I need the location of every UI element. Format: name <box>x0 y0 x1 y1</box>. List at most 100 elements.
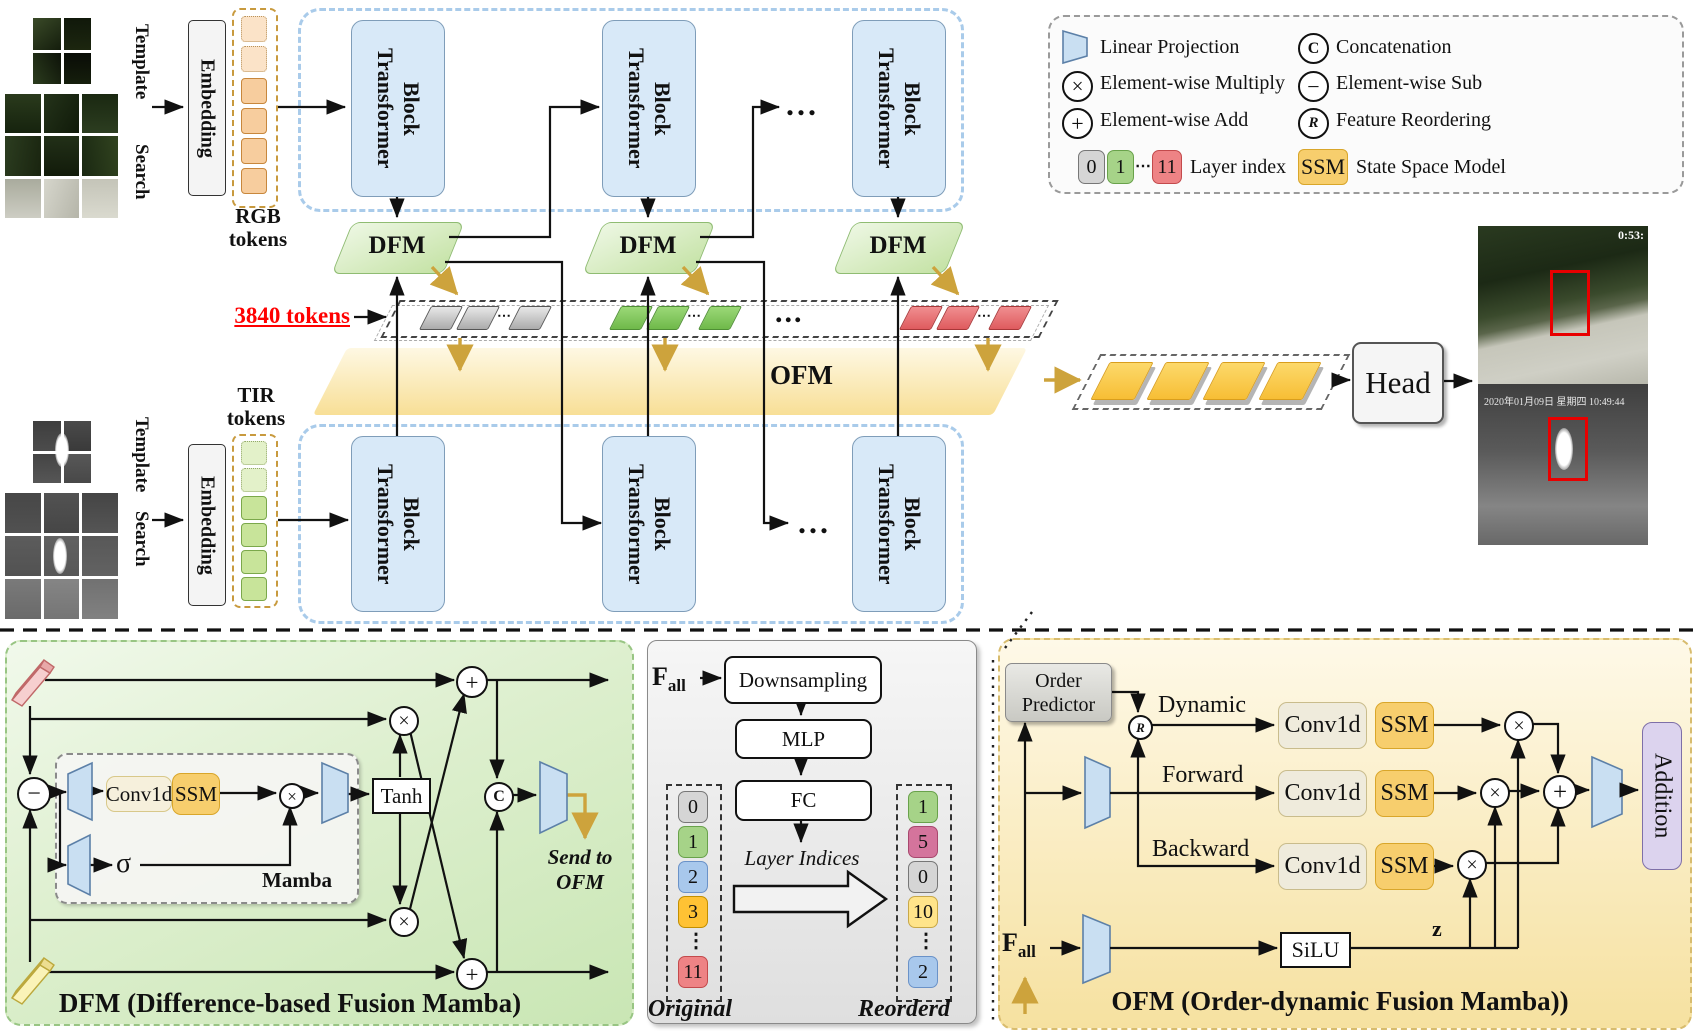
tanh-box: Tanh <box>372 778 431 814</box>
tir-search-token <box>241 577 267 601</box>
addition-box: Addition <box>1642 722 1682 870</box>
concat-glyph: C <box>493 788 505 805</box>
multiply-glyph: × <box>398 710 410 732</box>
legend-add: Element-wise Add <box>1100 109 1249 131</box>
index-chip: 0 <box>908 861 938 893</box>
layer-indices-arrow <box>732 869 889 929</box>
tir-token-column <box>232 434 278 608</box>
ofm-ssm-backward: SSM <box>1375 843 1434 890</box>
linear-projection <box>67 761 93 822</box>
image-cell <box>5 536 41 576</box>
f-all-label: Fall <box>1002 928 1036 962</box>
ofm-band-label: OFM <box>770 360 833 390</box>
head-label: Head <box>1365 365 1431 400</box>
multiply-glyph: × <box>1071 74 1084 98</box>
rgb-template-token <box>241 46 267 72</box>
conv1d-text: Conv1d <box>1284 712 1361 738</box>
reorder-glyph: R <box>1136 720 1145 735</box>
linear-projection <box>321 761 349 825</box>
thermal-target-blob <box>55 433 69 467</box>
arrow-dfm-to-next-tb <box>700 99 781 239</box>
chip-text: 10 <box>913 900 933 923</box>
chip-text: 2 <box>918 960 928 983</box>
index-chip: 5 <box>908 826 938 858</box>
dfm-conv1d-box: Conv1d <box>106 776 172 812</box>
index-chip: 1 <box>678 826 708 858</box>
search-label: Search <box>131 144 152 200</box>
image-cell <box>43 136 80 176</box>
original-index-column <box>666 784 722 1002</box>
concat-node: C <box>484 782 514 812</box>
thermal-target-blob <box>53 538 67 574</box>
addition-label: Addition <box>1649 753 1676 839</box>
legend-layer-index: Layer index <box>1190 156 1287 178</box>
chip-text: 1 <box>688 830 698 853</box>
template-label: Template <box>131 417 152 493</box>
index-chip: 2 <box>908 956 938 988</box>
tir-search-token <box>241 496 267 520</box>
legend-state-space: State Space Model <box>1356 156 1506 178</box>
index-chip: 0 <box>678 791 708 823</box>
reordered-index-column <box>896 784 952 1002</box>
ssm-text: SSM <box>1300 154 1346 179</box>
multiply-icon: × <box>1062 71 1093 102</box>
subtract-glyph: − <box>27 781 41 807</box>
add-glyph: + <box>465 961 479 987</box>
legend-chip-dots: ⋯ <box>1135 158 1151 175</box>
wire <box>47 792 68 873</box>
index-chip: 2 <box>678 861 708 893</box>
chip-text: 0 <box>918 865 928 888</box>
image-cell <box>5 94 41 134</box>
predictor-text: Predictor <box>1021 693 1096 716</box>
fc-box: FC <box>735 780 872 821</box>
send-to-ofm-label: Send to OFM <box>547 845 613 895</box>
dfm-label: DFM <box>368 232 426 259</box>
wire <box>1110 690 1146 714</box>
embedding-label: Embedding <box>196 58 219 158</box>
add-node-bottom: + <box>456 958 488 990</box>
linear-projection <box>1084 755 1111 830</box>
legend-ssm-chip: SSM <box>1298 149 1348 185</box>
rgb-row-dots: ... <box>786 86 819 122</box>
chip-text: 11 <box>683 960 703 983</box>
silu-box: SiLU <box>1280 932 1351 968</box>
fc-text: FC <box>790 788 817 812</box>
wire <box>1530 722 1566 775</box>
ofm-conv1d-backward: Conv1d <box>1278 843 1367 890</box>
downsampling-box: Downsampling <box>724 656 882 704</box>
chip-text: 1 <box>1115 155 1126 178</box>
chip-text: 11 <box>1157 155 1177 178</box>
arrow-dfm-to-next-tir-tb <box>696 260 790 531</box>
arrow-dfm-to-strip <box>930 265 960 296</box>
tir-template-token <box>241 441 267 465</box>
tir-embedding-box: Embedding <box>188 444 226 606</box>
rgb-search-token <box>241 78 267 104</box>
silu-text: SiLU <box>1291 937 1340 962</box>
order-predictor-box: Order Predictor <box>1005 663 1112 722</box>
arrow-dfm-to-next-tb <box>449 99 601 239</box>
linear-projection <box>1082 913 1111 985</box>
backward-label: Backward <box>1152 836 1250 862</box>
rgb-bounding-box <box>1550 270 1590 336</box>
subtract-node: − <box>17 777 51 811</box>
result-tir-timestamp: 2020年01月09日 星期四 10:49:44 <box>1484 397 1625 408</box>
image-cell <box>63 52 91 84</box>
conv1d-text: Conv1d <box>1284 853 1361 879</box>
image-cell <box>82 493 118 533</box>
f-all-label: Fall <box>652 662 686 696</box>
chip-text: 0 <box>688 795 698 818</box>
multiply-node-forward: × <box>1480 778 1510 808</box>
index-chip: 10 <box>908 896 938 928</box>
dfm-caption: DFM (Difference-based Fusion Mamba) <box>58 988 522 1018</box>
image-cell <box>63 18 91 50</box>
concat-icon: C <box>1298 33 1329 64</box>
index-vdots: ⋮ <box>686 930 706 952</box>
rgb-template-image <box>33 18 91 84</box>
image-cell <box>33 52 61 84</box>
add-node: + <box>1543 775 1577 809</box>
mlp-box: MLP <box>735 719 872 759</box>
multiply-glyph: × <box>1513 715 1525 737</box>
